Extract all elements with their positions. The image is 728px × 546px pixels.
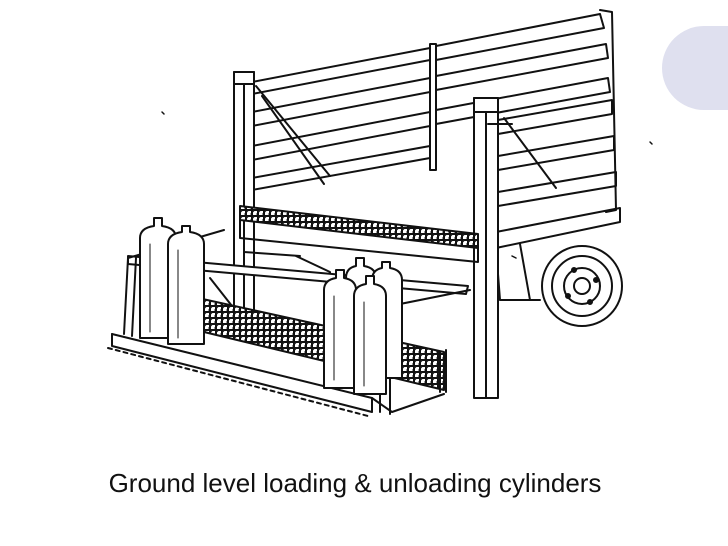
gas-cylinders-right — [323, 257, 403, 395]
truck-side-rails — [251, 9, 617, 213]
tail-lift-posts — [233, 71, 513, 399]
gas-cylinders-left — [139, 217, 205, 345]
slide-caption: Ground level loading & unloading cylinde… — [108, 468, 602, 498]
slide-corner-tab — [662, 26, 728, 110]
truck-wheel — [541, 245, 623, 327]
decorative-marks — [161, 111, 653, 259]
truck-floor-edge — [239, 205, 479, 287]
